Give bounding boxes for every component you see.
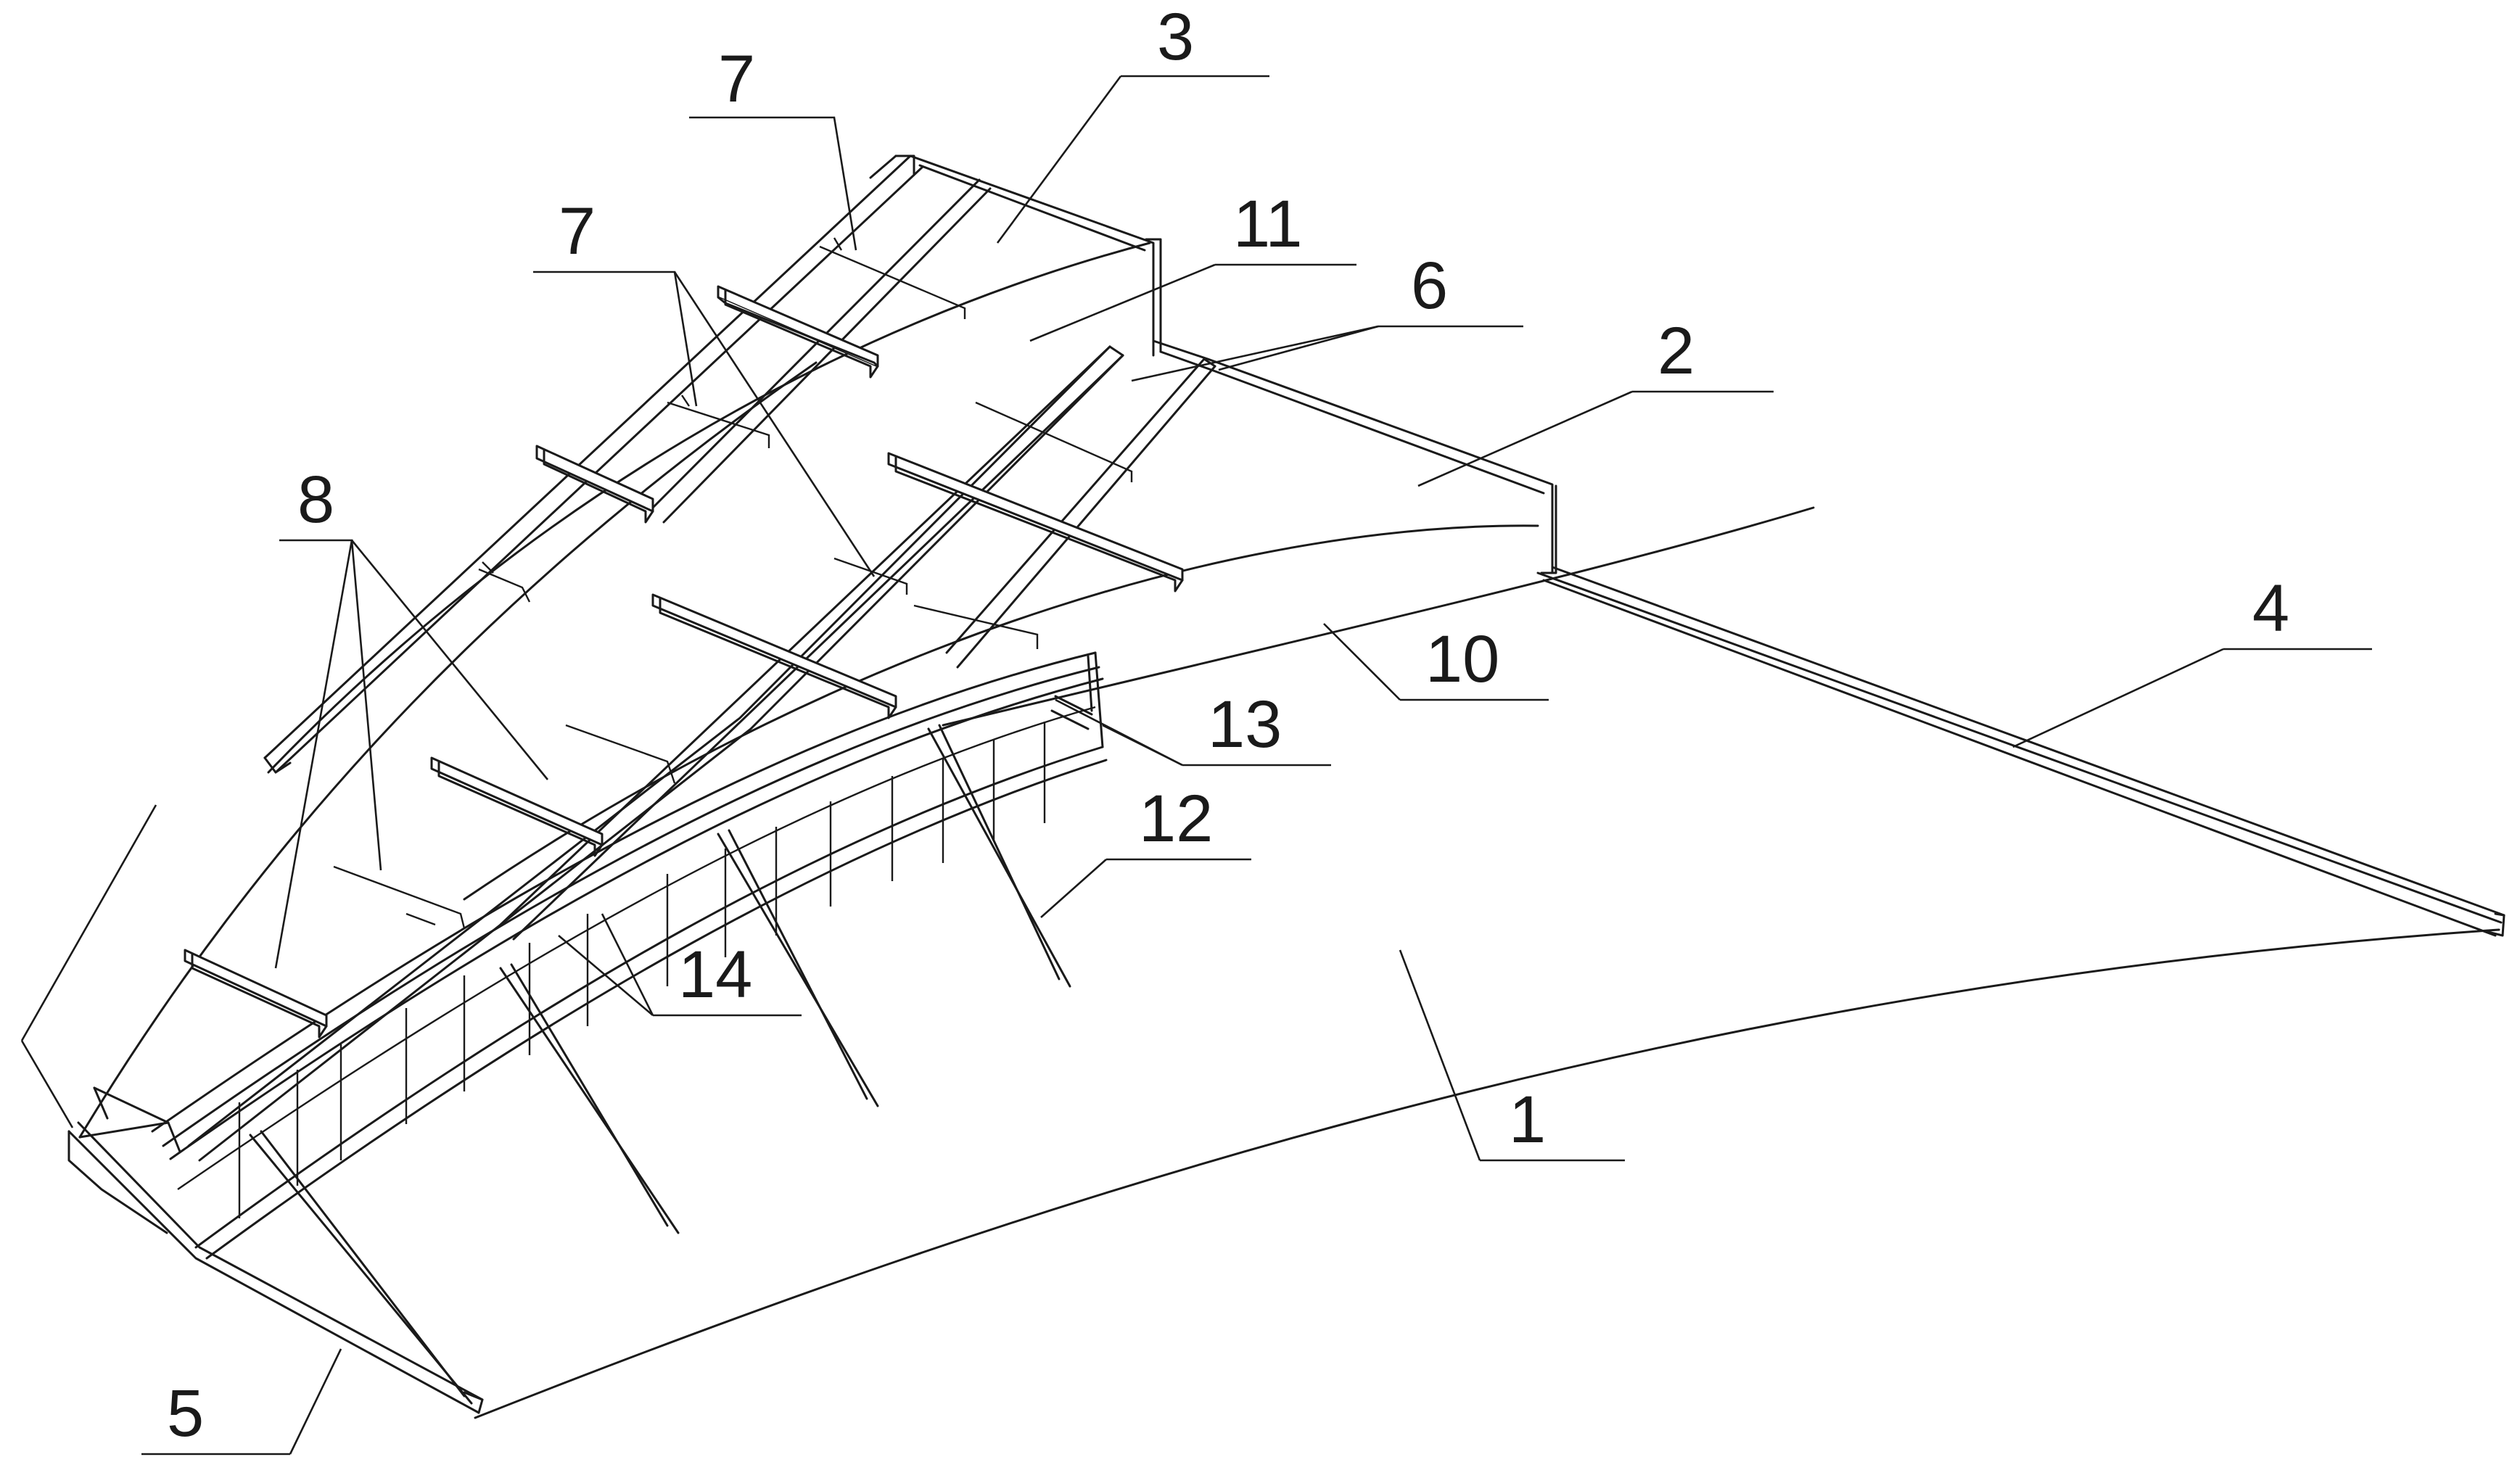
label-2: 2 [1658,314,1695,388]
i-beam-1 [717,285,879,379]
label-10: 10 [1425,622,1499,696]
label-11: 11 [1233,187,1303,261]
main-outline [78,241,2500,1419]
rib-girder [151,651,1108,1260]
label-14: 14 [678,938,752,1012]
i-beam-6 [184,949,328,1039]
leader-lines [20,75,2372,1456]
rail-4 [1152,339,2505,937]
reference-numerals: 7 3 7 11 6 2 8 10 4 13 12 14 1 5 [167,0,2289,1450]
label-12: 12 [1139,782,1213,856]
label-1: 1 [1509,1083,1546,1157]
braces [249,724,1071,1405]
i-beam-5 [430,756,604,857]
top-plate-3 [894,154,1162,357]
i-beam-4 [651,593,897,719]
label-6: 6 [1411,249,1448,323]
label-8: 8 [297,463,334,537]
label-13: 13 [1208,688,1282,761]
label-7-upper: 7 [718,42,755,116]
cross-beams [184,285,1184,1039]
i-beam-2 [535,445,654,524]
label-4: 4 [2252,571,2289,645]
i-beam-3 [887,452,1184,593]
label-5: 5 [167,1376,204,1450]
upper-track [263,154,992,774]
label-7-lower: 7 [559,194,596,268]
bottom-flange-5 [67,1086,484,1414]
label-3: 3 [1157,0,1194,74]
lower-track [187,345,1216,1162]
